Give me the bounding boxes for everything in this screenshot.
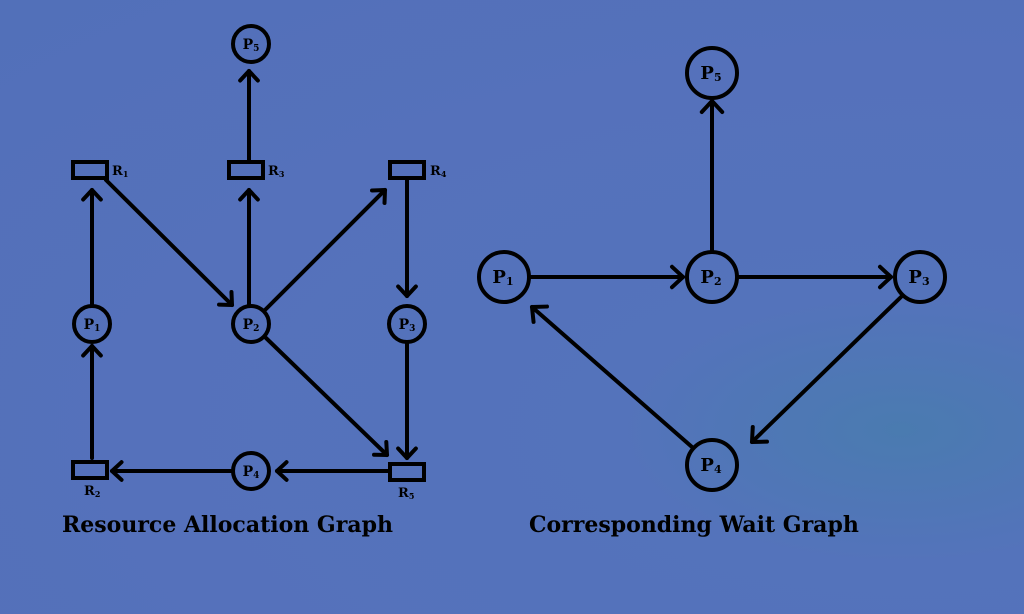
- rag-edge-p4-to-r2: [110, 460, 234, 482]
- rag-resource-r5: R5: [388, 462, 426, 501]
- wfg-caption: Corresponding Wait Graph: [529, 512, 859, 538]
- rag-caption: Resource Allocation Graph: [62, 512, 393, 538]
- rag-edge-r5-to-p4: [275, 460, 392, 482]
- wfg-process-label-p1: P1: [492, 267, 513, 288]
- rag-resource-r3: R3: [227, 160, 285, 180]
- wfg-process-p1: P1: [477, 250, 531, 304]
- rag-resource-r4: R4: [388, 160, 447, 180]
- rag-resource-label-r1: R1: [112, 164, 128, 179]
- rag-edge-p3-to-r5: [396, 341, 418, 460]
- rag-resource-r2: R2: [71, 460, 109, 499]
- rag-edge-r3-to-p5: [238, 69, 260, 164]
- wfg-process-label-p2: P2: [700, 267, 721, 288]
- rag-process-label-p2: P2: [243, 317, 260, 334]
- wfg-process-label-p3: P3: [908, 267, 929, 288]
- wfg-edge-p2-to-p3: [735, 264, 893, 290]
- wfg-process-label-p5: P5: [700, 63, 721, 84]
- rag-process-p5: P5: [231, 24, 271, 64]
- rag-edge-r2-to-p1: [81, 344, 103, 460]
- rag-edge-p2-to-r4: [263, 188, 387, 312]
- rag-resource-label-r5: R5: [398, 486, 414, 501]
- rag-process-label-p3: P3: [399, 317, 416, 334]
- wfg-edge-p1-to-p2: [527, 264, 685, 290]
- wfg-edge-p4-to-p1: [530, 304, 694, 449]
- rag-process-p3: P3: [387, 304, 427, 344]
- wfg-edge-p3-to-p4: [750, 295, 903, 444]
- rag-resource-label-r2: R2: [84, 484, 100, 499]
- rag-process-p1: P1: [72, 304, 112, 344]
- rag-edge-r1-to-p2: [104, 178, 234, 307]
- wfg-process-p5: P5: [685, 46, 739, 100]
- wfg-process-p3: P3: [893, 250, 947, 304]
- wfg-edge-p2-to-p5: [699, 99, 725, 254]
- rag-edge-p2-to-r5: [264, 336, 389, 457]
- wfg-process-p2: P2: [685, 250, 739, 304]
- rag-process-label-p1: P1: [84, 317, 101, 334]
- rag-process-p2: P2: [231, 304, 271, 344]
- rag-resource-r1: R1: [71, 160, 128, 180]
- rag-process-label-p4: P4: [243, 464, 260, 481]
- rag-edge-p1-to-r1: [81, 188, 103, 307]
- wfg-process-p4: P4: [685, 438, 739, 492]
- rag-process-label-p5: P5: [243, 37, 260, 54]
- rag-resource-label-r4: R4: [430, 164, 447, 179]
- rag-process-p4: P4: [231, 451, 271, 491]
- rag-edge-p2-to-r3: [238, 188, 260, 307]
- rag-edge-r4-to-p3: [396, 178, 418, 298]
- rag-resource-label-r3: R3: [268, 164, 285, 179]
- wfg-process-label-p4: P4: [700, 455, 722, 476]
